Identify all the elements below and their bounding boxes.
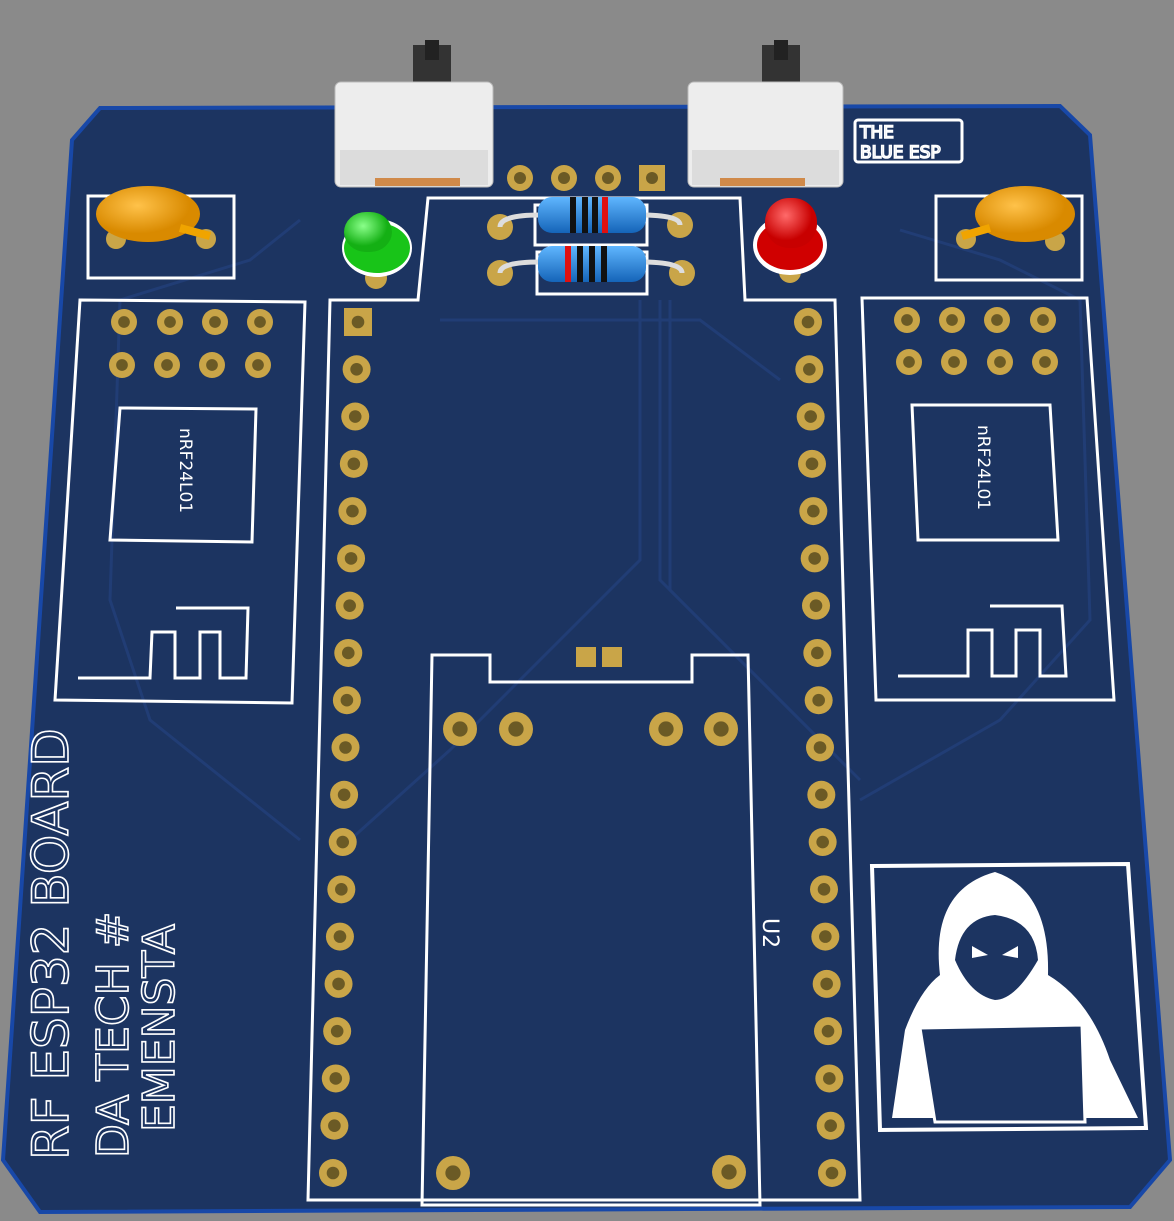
pad-hole xyxy=(254,316,266,328)
pad-hole xyxy=(901,314,913,326)
led-red xyxy=(753,198,827,283)
pad-hole xyxy=(816,835,829,849)
pad-hole xyxy=(346,504,359,518)
pad-hole xyxy=(209,316,221,328)
svg-text:RF ESP32 BOARD: RF ESP32 BOARD xyxy=(22,728,80,1160)
pad-hole xyxy=(801,315,815,329)
header-right xyxy=(794,308,846,1187)
pad-hole xyxy=(823,1072,836,1085)
pad-hole xyxy=(948,356,960,368)
centre-outline xyxy=(306,196,862,1202)
esp32-module-u2: U2 xyxy=(420,647,782,1207)
pad-hole xyxy=(811,646,824,660)
top-pads xyxy=(507,165,665,191)
pad-hole xyxy=(348,410,362,423)
pad-hole xyxy=(821,1024,835,1038)
led-green xyxy=(342,212,412,289)
pad-hole xyxy=(820,977,833,991)
pad-hole xyxy=(812,693,825,707)
pad-hole xyxy=(815,788,828,802)
pad-hole xyxy=(721,1164,737,1180)
svg-text:EMENSTA: EMENSTA xyxy=(134,924,185,1132)
pad-hole xyxy=(333,930,347,943)
svg-text:DA TECH #: DA TECH # xyxy=(88,911,139,1158)
pad-hole xyxy=(903,356,915,368)
pad-hole xyxy=(161,359,173,371)
pad-hole xyxy=(713,721,729,737)
pad-hole xyxy=(994,356,1006,368)
pad-hole xyxy=(351,315,365,329)
pad-hole xyxy=(508,721,524,737)
pad-hole xyxy=(328,1119,341,1133)
rf-right-pads xyxy=(894,307,1058,375)
pad-hole xyxy=(803,362,816,376)
pad-hole xyxy=(116,359,128,371)
svg-text:U2: U2 xyxy=(757,918,782,948)
pad-hole xyxy=(330,1024,344,1038)
rf-left-pads xyxy=(109,309,273,378)
svg-text:BLUE ESP: BLUE ESP xyxy=(860,143,941,163)
pad-hole xyxy=(819,930,832,943)
resistor-r2 xyxy=(487,246,695,296)
nrf24-module-left: nRF24L01 xyxy=(53,298,307,705)
credit-text: DA TECH # EMENSTA xyxy=(87,911,186,1159)
pad-hole xyxy=(332,977,345,991)
slide-switch-left[interactable] xyxy=(334,40,494,188)
capacitor-left xyxy=(86,186,236,280)
pad-hole xyxy=(336,835,350,849)
pad-hole xyxy=(946,314,958,326)
pad-hole xyxy=(808,552,821,565)
pad-hole xyxy=(1039,356,1051,368)
pad-hole xyxy=(452,721,468,737)
pad-hole xyxy=(817,883,831,896)
pad-hole xyxy=(658,721,674,737)
hacker-logo xyxy=(869,861,1149,1133)
svg-text:nRF24L01: nRF24L01 xyxy=(175,428,195,513)
pad-hole xyxy=(991,314,1003,326)
header-left xyxy=(319,308,372,1187)
brand-label: THE BLUE ESP xyxy=(853,118,964,164)
nrf24-module-right: nRF24L01 xyxy=(860,296,1116,702)
pad-hole xyxy=(343,599,356,612)
pad-hole xyxy=(804,410,817,423)
pad-hole xyxy=(164,316,176,328)
pad-hole xyxy=(825,1166,839,1180)
svg-text:THE: THE xyxy=(859,123,894,143)
pad-hole xyxy=(344,552,358,565)
pad-hole xyxy=(326,1166,340,1180)
pad-hole xyxy=(824,1119,837,1133)
pad-hole xyxy=(805,457,819,471)
pad-hole xyxy=(445,1165,461,1181)
board-title: RF ESP32 BOARD xyxy=(21,727,81,1160)
pad-hole xyxy=(340,693,354,707)
slide-switch-right[interactable] xyxy=(687,40,844,188)
pad-hole xyxy=(337,788,351,802)
pad-hole xyxy=(347,457,361,471)
pad-hole xyxy=(341,646,355,660)
pad-hole xyxy=(809,599,823,612)
capacitor-right xyxy=(934,186,1084,282)
pad-hole xyxy=(118,316,130,328)
pad-hole xyxy=(329,1072,343,1085)
pad-hole xyxy=(339,741,352,754)
pad-hole xyxy=(813,741,827,754)
svg-text:nRF24L01: nRF24L01 xyxy=(973,425,993,510)
pad-hole xyxy=(1037,314,1049,326)
pad-hole xyxy=(252,359,264,371)
resistor-r1 xyxy=(487,197,693,247)
copper-traces xyxy=(108,218,1092,842)
pad-hole xyxy=(350,362,363,376)
pad-hole xyxy=(206,359,218,371)
pad-hole xyxy=(335,883,348,896)
pad-hole xyxy=(807,504,820,518)
